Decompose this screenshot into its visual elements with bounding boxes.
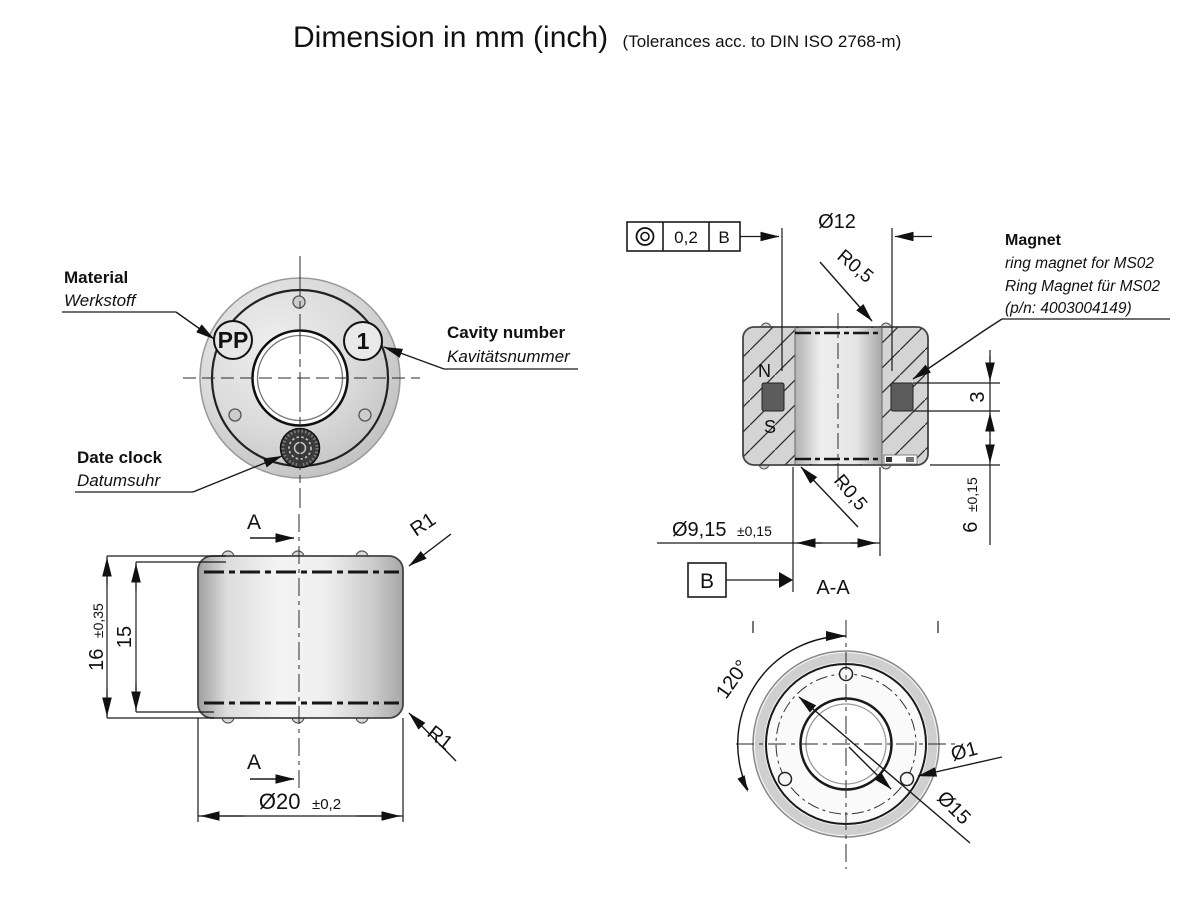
- mold-marking: [883, 454, 918, 465]
- corner-radius-top-callout: R1: [406, 509, 452, 567]
- lip-radius-top: R0,5: [833, 246, 877, 288]
- datum-triangle-icon: [779, 572, 793, 588]
- magnet-note-de: Ring Magnet für MS02: [1005, 278, 1160, 295]
- section-arrow-bottom: A: [247, 751, 295, 784]
- material-marking-circle: [213, 320, 253, 360]
- top-diameter-value: Ø12: [818, 211, 856, 233]
- magnet-callout: Magnet ring magnet for MS02 Ring Magnet …: [912, 232, 1170, 380]
- date-clock-label: Date clock: [77, 448, 163, 467]
- magnet-offset-tolerance: ±0,15: [964, 477, 980, 512]
- cavity-callout: Cavity number Kavitätsnummer: [383, 323, 578, 370]
- bore-diameter-tolerance: ±0,15: [737, 523, 772, 539]
- magnet-leader: [912, 318, 1003, 380]
- cavity-marking: 1: [357, 328, 370, 354]
- material-callout: Material Werkstoff: [62, 268, 215, 340]
- bore-diameter-value: Ø9,15: [672, 519, 726, 541]
- section-view: N S 0,2 B Ø12 R0,5: [626, 211, 1170, 599]
- cavity-label-de: Kavitätsnummer: [447, 347, 571, 366]
- gdt-datum: B: [718, 228, 729, 247]
- cavity-leader: [383, 346, 445, 370]
- bottom-view: 120° Ø15 Ø1: [712, 620, 1003, 869]
- hole-lower-left: [777, 771, 793, 787]
- gdt-value: 0,2: [674, 228, 698, 247]
- tolerance-note: (Tolerances acc. to DIN ISO 2768-m): [623, 32, 902, 51]
- core-height-dimension: 15: [114, 561, 226, 713]
- top-diameter-dimension: Ø12: [740, 211, 932, 371]
- concentricity-icon: [635, 227, 655, 246]
- outer-diameter-tolerance: ±0,2: [312, 796, 341, 813]
- corner-radius-top: R1: [406, 509, 440, 542]
- cavity-label: Cavity number: [447, 323, 565, 342]
- height-dimension: 16 ±0,35: [86, 555, 226, 719]
- section-name: A-A: [816, 577, 850, 599]
- magnet-note-title: Magnet: [1005, 232, 1062, 249]
- date-clock-leader: [192, 455, 283, 493]
- date-clock-callout: Date clock Datumsuhr: [75, 448, 283, 493]
- pin-hole-right: [358, 408, 372, 422]
- hole-angle-value: 120°: [712, 656, 754, 703]
- material-label: Material: [64, 268, 128, 287]
- outer-diameter-value: Ø20: [259, 789, 301, 814]
- svg-text:Ø20 ±0,2: Ø20 ±0,2: [259, 789, 341, 814]
- svg-text:16 ±0,35: 16 ±0,35: [86, 603, 108, 671]
- section-arrow-top: A: [247, 511, 295, 543]
- hole-lower-right: [899, 771, 915, 787]
- gdt-frame: 0,2 B: [626, 221, 741, 252]
- top-view: PP 1 Material Werkstoff Cavity number Ka…: [62, 256, 578, 508]
- datum-flag-label: B: [700, 570, 714, 593]
- magnet-right: [890, 382, 914, 412]
- pin-hole-top: [292, 295, 306, 309]
- material-leader: [175, 311, 215, 340]
- svg-text:6 ±0,15: 6 ±0,15: [960, 477, 982, 533]
- magnet-offset-value: 6: [960, 522, 982, 533]
- pin-hole-left: [228, 408, 242, 422]
- height-value: 16: [86, 649, 108, 671]
- pitch-circle-value: Ø15: [932, 787, 974, 829]
- corner-radius-bottom-callout: R1: [408, 712, 457, 762]
- magnet-height-value: 3: [967, 391, 989, 402]
- page-title: Dimension in mm (inch) (Tolerances acc. …: [293, 21, 901, 54]
- title-main: Dimension in mm (inch): [293, 21, 608, 54]
- core-height-value: 15: [114, 626, 136, 648]
- material-marking: PP: [218, 327, 249, 353]
- bore-diameter-dimension: Ø9,15 ±0,15: [657, 467, 881, 592]
- corner-radius-bottom: R1: [423, 722, 457, 755]
- lip-radius-top-callout: R0,5: [819, 246, 877, 322]
- pole-south-label: S: [764, 417, 776, 437]
- hole-diameter-value: Ø1: [949, 738, 980, 766]
- section-arrow-label: A: [247, 511, 261, 534]
- svg-text:Ø9,15 ±0,15: Ø9,15 ±0,15: [672, 519, 772, 541]
- magnet-left: [761, 382, 785, 412]
- date-clock-label-de: Datumsuhr: [77, 471, 161, 490]
- pole-north-label: N: [758, 361, 771, 381]
- material-label-de: Werkstoff: [64, 291, 138, 310]
- lip-radius-bottom-callout: R0,5: [800, 466, 871, 528]
- height-tolerance: ±0,35: [90, 603, 106, 638]
- datum-feature: B: [687, 562, 793, 598]
- outer-diameter-dimension: Ø20 ±0,2: [197, 718, 404, 822]
- side-view: A A 16 ±0,35 15: [86, 509, 457, 822]
- magnet-part-number: (p/n: 4003004149): [1005, 300, 1132, 317]
- lip-radius-bottom: R0,5: [829, 471, 871, 515]
- section-arrow-label: A: [247, 751, 261, 774]
- cylinder-body: [197, 555, 404, 719]
- magnet-note-en: ring magnet for MS02: [1005, 255, 1154, 272]
- magnet-height-dimension: 3 6 ±0,15: [913, 350, 1000, 545]
- cavity-marking-circle: [343, 321, 383, 361]
